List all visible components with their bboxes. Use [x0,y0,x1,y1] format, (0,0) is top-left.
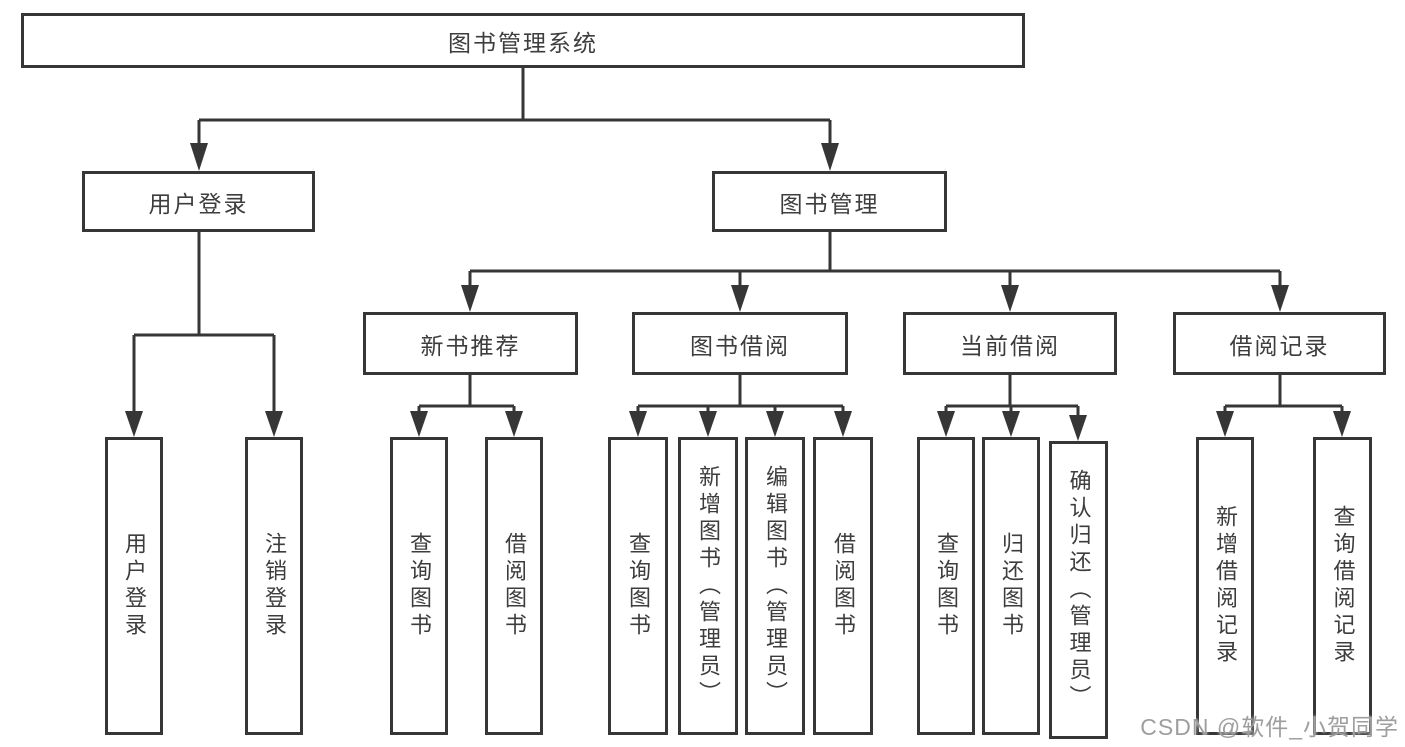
node-label: 归还图书 [999,532,1024,640]
arrowheads [125,143,1351,441]
node-label: 确认归还（管理员） [1066,468,1092,712]
node-user-login-branch: 用户登录 [82,171,315,232]
node-label: 查询图书 [934,532,959,640]
node-new-book-recommend: 新书推荐 [363,312,578,375]
node-leaf-query-books-2: 查询图书 [608,437,668,735]
node-leaf-add-borrow-record: 新增借阅记录 [1196,437,1254,735]
node-label: 当前借阅 [960,332,1060,359]
node-leaf-return-books: 归还图书 [982,437,1040,735]
node-label: 新增借阅记录 [1213,505,1238,667]
node-label: 借阅图书 [831,532,856,640]
node-book-borrowing: 图书借阅 [632,312,848,375]
csdn-watermark: CSDN @软件_小贺同学 [1140,714,1399,740]
node-label: 注销登录 [262,532,287,640]
node-label: 新书推荐 [420,332,521,359]
node-leaf-add-books-admin: 新增图书（管理员） [678,437,738,735]
node-leaf-confirm-return-admin: 确认归还（管理员） [1049,441,1108,739]
node-borrowing-records: 借阅记录 [1173,312,1386,375]
node-label: 用户登录 [148,190,249,217]
node-label: 新增图书（管理员） [696,464,721,708]
node-label: 查询图书 [407,532,432,640]
node-book-management-branch: 图书管理 [712,171,947,232]
node-leaf-edit-books-admin: 编辑图书（管理员） [745,437,805,735]
node-label: 图书借阅 [690,332,790,359]
node-label: 查询借阅记录 [1330,505,1356,667]
node-label: 查询图书 [626,532,651,640]
node-leaf-query-books-1: 查询图书 [390,437,448,735]
node-label: 借阅图书 [502,532,527,640]
node-label: 图书管理 [779,190,880,217]
node-leaf-query-borrow-record: 查询借阅记录 [1313,437,1372,735]
node-label: 借阅记录 [1229,332,1330,359]
node-label: 图书管理系统 [448,29,598,56]
node-label: 用户登录 [122,532,147,640]
node-leaf-logout: 注销登录 [245,437,303,735]
node-leaf-borrow-books-1: 借阅图书 [485,437,543,735]
node-leaf-query-books-3: 查询图书 [917,437,975,735]
node-current-borrowing: 当前借阅 [903,312,1117,375]
node-leaf-borrow-books-2: 借阅图书 [813,437,873,735]
node-library-management-system: 图书管理系统 [21,13,1025,68]
node-leaf-user-login: 用户登录 [105,437,163,735]
node-label: 编辑图书（管理员） [763,464,788,708]
